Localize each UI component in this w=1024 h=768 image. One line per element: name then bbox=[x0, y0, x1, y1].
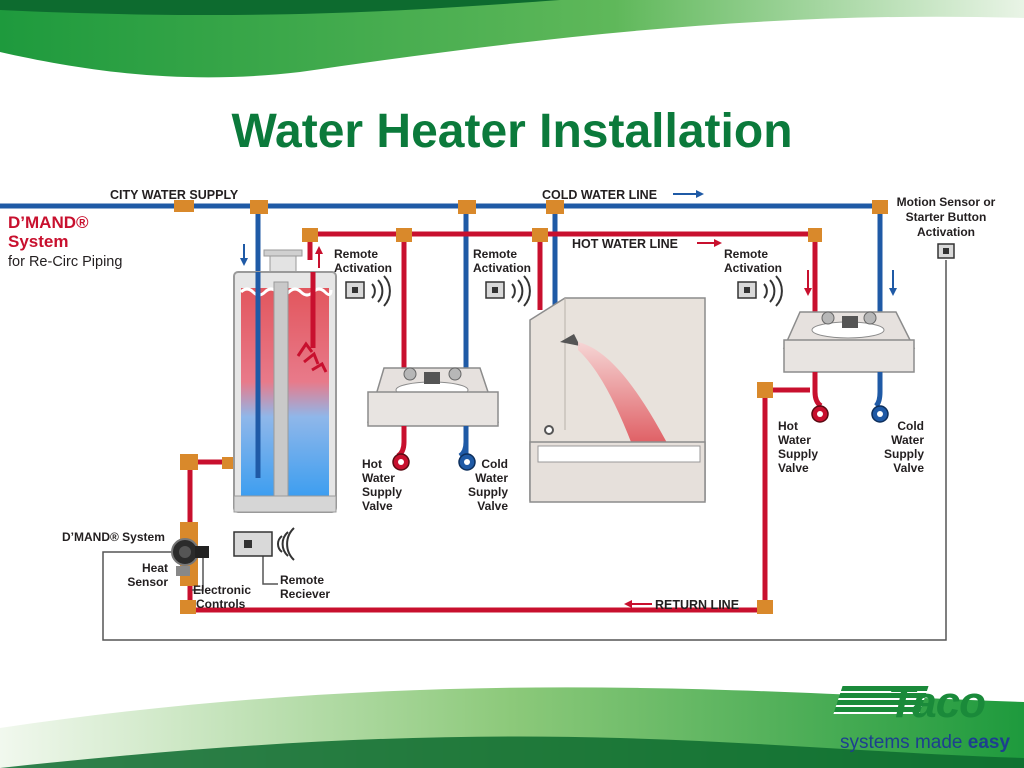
label-return-line: RETURN LINE bbox=[655, 598, 739, 612]
svg-text:Cold: Cold bbox=[481, 457, 508, 471]
label-cold-water-line: COLD WATER LINE bbox=[542, 188, 657, 202]
label-cold-valve-left: Cold Water Supply Valve bbox=[468, 457, 508, 513]
control-wiring bbox=[102, 260, 947, 641]
sink-right bbox=[782, 311, 916, 423]
svg-text:Hot: Hot bbox=[778, 419, 798, 433]
svg-text:Valve: Valve bbox=[778, 461, 809, 475]
svg-text:Supply: Supply bbox=[884, 447, 924, 461]
svg-text:Valve: Valve bbox=[477, 499, 508, 513]
label-remote-activation: Activation bbox=[334, 261, 392, 275]
label-remote-activation: Remote bbox=[473, 247, 517, 261]
svg-text:Water: Water bbox=[475, 471, 508, 485]
label-electronic-controls: Controls bbox=[196, 597, 246, 611]
label-remote-activation: Remote bbox=[724, 247, 768, 261]
remote-button-icon bbox=[485, 281, 505, 299]
logo-tagline-easy: easy bbox=[967, 732, 1011, 753]
label-remote-activation: Activation bbox=[473, 261, 531, 275]
label-heat-sensor: Heat bbox=[142, 561, 168, 575]
svg-text:Water: Water bbox=[778, 433, 811, 447]
label-motion-sensor: Motion Sensor or bbox=[897, 195, 996, 209]
water-heater bbox=[233, 249, 337, 513]
flow-arrows bbox=[240, 190, 897, 608]
svg-text:Cold: Cold bbox=[897, 419, 924, 433]
logo-tagline-main: systems made bbox=[840, 732, 968, 753]
sink-left bbox=[366, 367, 500, 471]
brand-system: System bbox=[8, 232, 68, 251]
dmand-pump bbox=[171, 522, 209, 586]
label-heat-sensor: Sensor bbox=[127, 575, 168, 589]
pipe-fittings bbox=[174, 200, 888, 614]
plumbing-diagram: CITY WATER SUPPLY COLD WATER LINE HOT WA… bbox=[0, 188, 996, 641]
svg-text:Valve: Valve bbox=[362, 499, 393, 513]
brand-recirc: for Re-Circ Piping bbox=[8, 254, 122, 270]
remote-button-icon bbox=[737, 281, 757, 299]
label-remote-receiver: Remote bbox=[280, 573, 324, 587]
page-title: Water Heater Installation bbox=[231, 105, 793, 158]
label-remote-activation: Remote bbox=[334, 247, 378, 261]
label-motion-sensor: Starter Button bbox=[906, 210, 987, 224]
remote-receiver bbox=[233, 527, 295, 561]
label-hot-valve-left: Hot Water Supply Valve bbox=[362, 457, 402, 513]
label-electronic-controls: Electronic bbox=[193, 583, 251, 597]
label-remote-activation: Activation bbox=[724, 261, 782, 275]
motion-sensor-icon bbox=[937, 243, 955, 259]
label-city-water-supply: CITY WATER SUPPLY bbox=[110, 188, 239, 202]
remote-button-icon bbox=[345, 281, 365, 299]
label-remote-receiver: Reciever bbox=[280, 587, 330, 601]
logo-tagline: systems made easy bbox=[840, 732, 1010, 754]
bottom-banner bbox=[0, 687, 1024, 768]
label-motion-sensor: Activation bbox=[917, 225, 975, 239]
remote-activation-buttons bbox=[345, 243, 955, 307]
top-banner bbox=[0, 0, 1024, 78]
label-dmand-system: D’MAND® System bbox=[62, 530, 165, 544]
svg-text:Supply: Supply bbox=[778, 447, 818, 461]
shower-tub bbox=[529, 297, 706, 503]
label-hot-valve-right: Hot Water Supply Valve bbox=[778, 419, 818, 475]
svg-text:Valve: Valve bbox=[893, 461, 924, 475]
brand-dmand: D’MAND® bbox=[8, 213, 89, 232]
svg-text:Hot: Hot bbox=[362, 457, 382, 471]
svg-text:Supply: Supply bbox=[362, 485, 402, 499]
label-hot-water-line: HOT WATER LINE bbox=[572, 237, 678, 251]
svg-text:Water: Water bbox=[362, 471, 395, 485]
svg-text:Water: Water bbox=[891, 433, 924, 447]
svg-text:Supply: Supply bbox=[468, 485, 508, 499]
taco-logo: Taco systems made easy bbox=[830, 678, 1014, 760]
label-cold-valve-right: Cold Water Supply Valve bbox=[884, 419, 924, 475]
logo-word: Taco bbox=[888, 678, 986, 727]
